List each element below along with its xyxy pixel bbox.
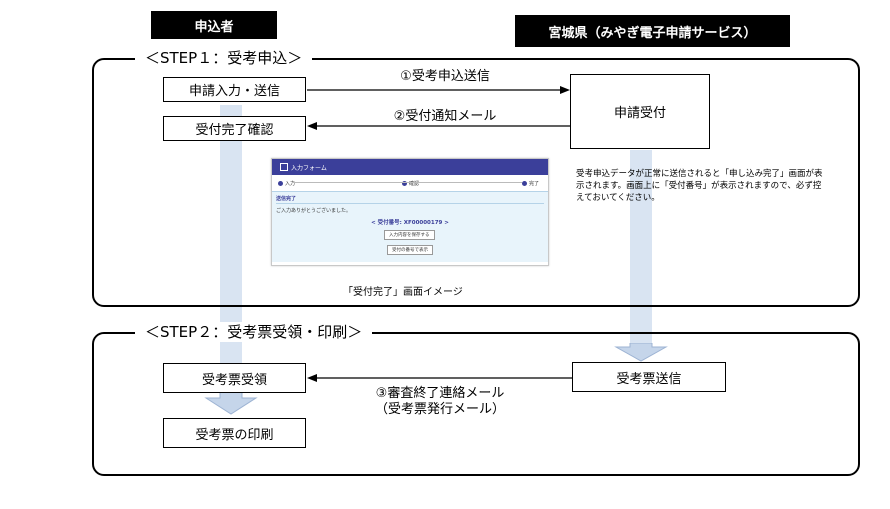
msg-send-application: ①受考申込送信 bbox=[400, 69, 490, 84]
receipt-confirm-box: 受付完了確認 bbox=[163, 116, 306, 141]
completion-screen-image: 入力フォーム 入力 確認 完了 送信完了 ご入力ありがとうございました。 < 受… bbox=[271, 158, 549, 266]
exam-slip-receive-box: 受考票受領 bbox=[163, 363, 306, 393]
screenshot-receipt-number: < 受付番号: XF00000179 > bbox=[371, 220, 449, 226]
applicant-lane-arrow bbox=[204, 392, 258, 415]
exam-slip-send-box: 受考票送信 bbox=[572, 362, 726, 392]
msg-exam-slip-issued: （受考票発行メール） bbox=[374, 402, 505, 417]
application-receive-box: 申請受付 bbox=[570, 74, 710, 149]
step1-label: ＜STEP１：受考申込＞ bbox=[135, 48, 313, 68]
screenshot-step-done: 完了 bbox=[522, 180, 539, 187]
screenshot-save-button: 入力内容を保存する bbox=[384, 230, 435, 240]
screenshot-titlebar: 入力フォーム bbox=[272, 159, 548, 175]
step1-frame bbox=[92, 58, 860, 307]
screen-image-caption: 「受付完了」画面イメージ bbox=[343, 287, 463, 298]
system-lane-arrow bbox=[614, 343, 668, 362]
system-lane bbox=[630, 150, 652, 346]
applicant-header: 申込者 bbox=[151, 11, 277, 39]
step2-arrow bbox=[307, 374, 572, 382]
system-header: 宮城県（みやぎ電子申請サービス） bbox=[515, 15, 790, 47]
msg-receipt-notification: ②受付通知メール bbox=[393, 109, 497, 124]
step2-label: ＜STEP２：受考票受領・印刷＞ bbox=[135, 322, 373, 342]
step2-frame bbox=[92, 332, 860, 476]
edit-icon bbox=[280, 163, 288, 171]
step1-arrows bbox=[307, 86, 570, 130]
exam-slip-print-box: 受考票の印刷 bbox=[163, 418, 306, 448]
screenshot-thanks: ご入力ありがとうございました。 bbox=[276, 208, 352, 214]
msg-review-complete: ③審査終了連絡メール bbox=[375, 386, 505, 401]
screenshot-steps: 入力 確認 完了 bbox=[272, 175, 548, 191]
screenshot-body: 送信完了 ご入力ありがとうございました。 < 受付番号: XF00000179 … bbox=[272, 191, 548, 262]
screenshot-step-input: 入力 bbox=[278, 180, 295, 187]
screenshot-heading: 送信完了 bbox=[276, 196, 297, 202]
completion-note: 受考申込データが正常に送信されると「申し込み完了」画面が表示されます。画面上に「… bbox=[576, 169, 823, 203]
screenshot-print-button: 受付の番号で表示 bbox=[387, 245, 433, 255]
screenshot-step-confirm: 確認 bbox=[402, 180, 419, 187]
apply-submit-box: 申請入力・送信 bbox=[163, 77, 306, 102]
screenshot-title: 入力フォーム bbox=[291, 164, 327, 172]
